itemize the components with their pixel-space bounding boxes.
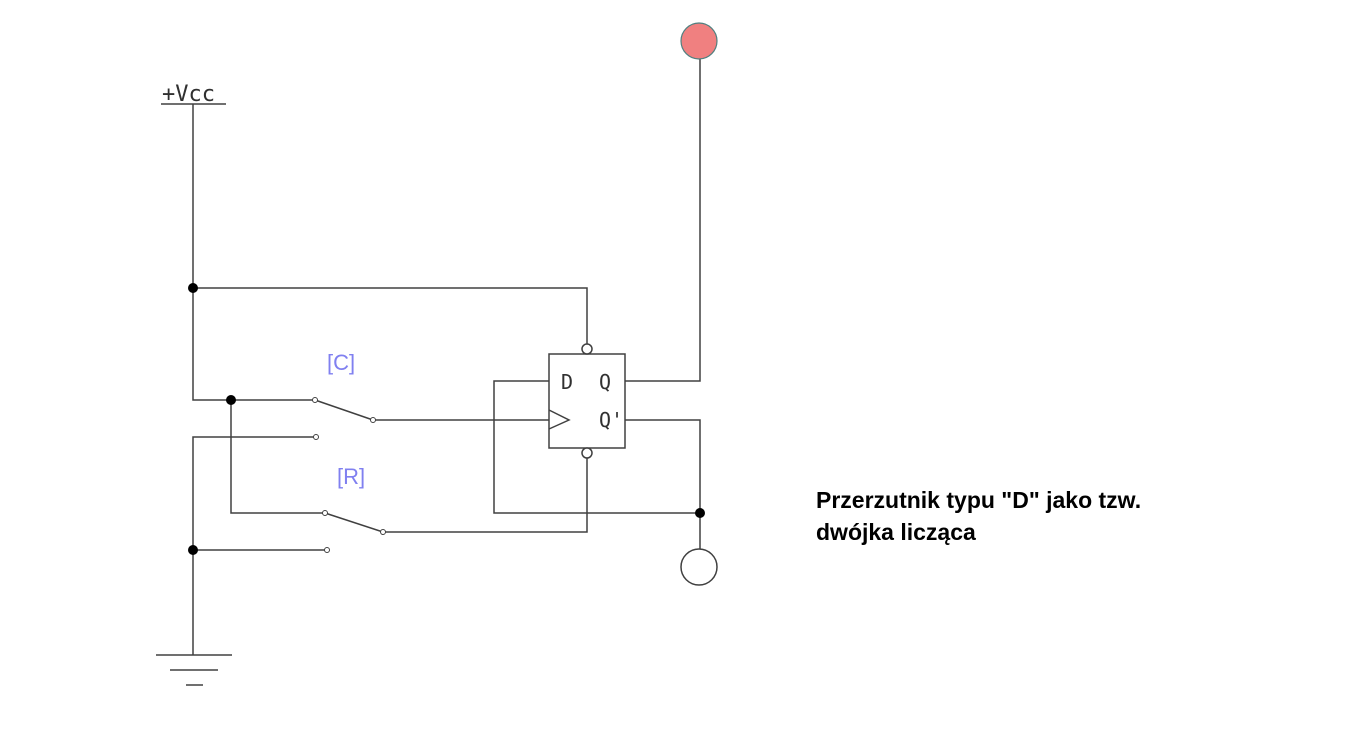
- caption-line-1: Przerzutnik typu "D" jako tzw.: [816, 487, 1142, 513]
- switch-r-label: [R]: [337, 464, 365, 489]
- qn-pin-label: Q': [599, 408, 623, 432]
- vcc-symbol: +Vcc: [161, 82, 226, 107]
- reset-bubble: [581, 447, 593, 459]
- caption: Przerzutnik typu "D" jako tzw. dwójka li…: [816, 484, 1141, 548]
- d-flipflop: D Q Q': [548, 343, 626, 459]
- set-bubble: [581, 343, 593, 355]
- led-qn-indicator: [680, 548, 718, 586]
- vcc-label: +Vcc: [162, 82, 215, 107]
- ground-symbol: [156, 654, 232, 686]
- switch-c-label: [C]: [327, 350, 355, 375]
- led-q-indicator: [680, 22, 718, 60]
- switch-c[interactable]: [C]: [312, 350, 376, 440]
- caption-line-2: dwójka licząca: [816, 519, 976, 545]
- q-pin-label: Q: [599, 370, 611, 394]
- d-pin-label: D: [561, 370, 573, 394]
- switch-r[interactable]: [R]: [322, 464, 386, 553]
- junction-dots: [188, 283, 705, 555]
- wires: [192, 59, 701, 655]
- clock-triangle: [548, 409, 571, 430]
